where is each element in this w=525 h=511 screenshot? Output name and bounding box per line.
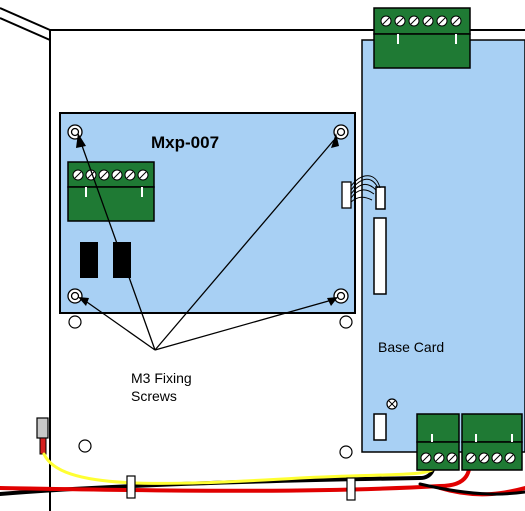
cable-tie — [346, 477, 356, 501]
cable-tie — [126, 475, 136, 499]
enclosure-hole — [68, 315, 353, 459]
base-card-connector-bottom — [373, 413, 387, 441]
base-card-connector-long — [373, 217, 387, 295]
base-card-bottom-terminal-left — [416, 413, 460, 471]
fixing-screw-pointers — [79, 139, 335, 351]
base-card-bottom-terminal-right — [461, 413, 523, 471]
relay-icon — [113, 242, 131, 278]
base-card-top-terminal — [373, 7, 471, 69]
base-card-label: Base Card — [378, 339, 444, 355]
earth-connector — [36, 417, 49, 455]
fixing-screws-label-line1: M3 Fixing — [131, 370, 192, 386]
fixing-screws-label-line2: Screws — [131, 388, 177, 404]
earth-screw-icon — [386, 398, 398, 410]
arrowhead-icon — [76, 133, 339, 306]
wire-black-tail — [418, 482, 525, 496]
base-card — [361, 39, 525, 453]
base-card-connector-small — [375, 186, 386, 210]
relay-icon — [80, 242, 98, 278]
ribbon-cable-icon — [341, 175, 381, 209]
module-title: Mxp-007 — [151, 133, 219, 152]
wire-red — [0, 454, 472, 493]
module-terminal-block — [67, 161, 155, 222]
